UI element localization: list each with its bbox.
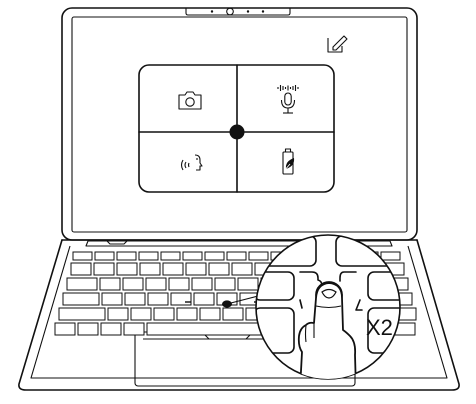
battery-saver-icon [282,148,295,175]
camera-icon [178,91,202,110]
laptop-hinge [61,239,418,247]
finger-icon [297,282,357,379]
laptop-lid [61,7,418,241]
double-press-label: X2 [366,315,393,340]
trackpoint-center-dot [229,124,245,140]
microphone-icon [277,85,299,114]
quick-menu [138,64,335,193]
voice-typing-icon [180,154,203,171]
callout-line [226,295,259,305]
edit-icon [327,35,348,53]
